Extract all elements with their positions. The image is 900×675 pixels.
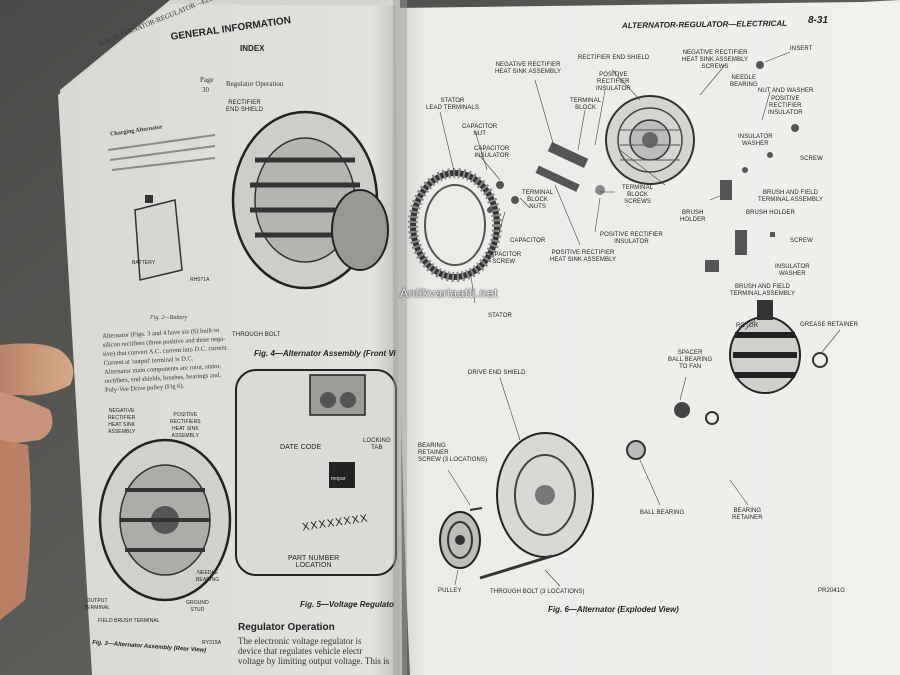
label-rotor: ROTOR	[736, 323, 759, 329]
label-rectifier-end-shield: RECTIFIER END SHIELD	[578, 55, 650, 61]
fig3-alternator-drawing	[98, 438, 232, 602]
fig5-part-number: PART NUMBER LOCATION	[288, 555, 340, 569]
label-screw-2: SCREW	[790, 238, 813, 244]
label-stator: STATOR	[488, 313, 512, 319]
label-brush-field-assembly: BRUSH AND FIELD TERMINAL ASSEMBLY	[758, 190, 824, 203]
regulator-text: The electronic voltage regulator is devi…	[238, 636, 390, 666]
fig6-caption: Fig. 6—Alternator (Exploded View)	[548, 605, 679, 614]
label-bearing-retainer-screw: BEARING RETAINER SCREW (3 LOCATIONS)	[418, 443, 488, 463]
label-positive-rect-insulator-b: POSITIVE RECTIFIER INSULATOR	[600, 232, 663, 245]
label-stator-lead-terminals: STATOR LEAD TERMINALS	[426, 98, 479, 111]
label-capacitor-insulator: CAPACITOR INSULATOR	[474, 146, 510, 159]
label-spacer: SPACER BALL BEARING TO FAN	[668, 350, 713, 370]
label-pr-code: PR2041G	[818, 588, 846, 594]
watermark: Antikvariaatti.net	[400, 286, 498, 300]
label-grease-retainer: GREASE RETAINER	[800, 322, 859, 328]
fig3-label-output-terminal: OUTPUT TERMINAL	[84, 598, 111, 611]
fig3-label-field-brush: FIELD BRUSH TERMINAL	[98, 618, 160, 624]
fig5-date-code: DATE CODE	[280, 444, 322, 451]
pulley-drawing	[439, 511, 481, 569]
label-terminal-block-nuts: TERMINAL BLOCK NUTS	[522, 190, 554, 210]
label-insert: INSERT	[790, 46, 813, 52]
label-capacitor-nut: CAPACITOR NUT	[462, 124, 498, 137]
label-brush-holder-2: BRUSH HOLDER	[746, 210, 795, 216]
fig5-mopar-logo: mopar	[331, 476, 346, 482]
fig5-caption: Fig. 5—Voltage Regulato	[300, 600, 394, 609]
fig2-caption: Fig. 2—Battery	[150, 315, 188, 321]
label-drive-end-shield: DRIVE END SHIELD	[468, 370, 526, 376]
fig4-alternator-drawing	[231, 110, 389, 290]
label-bearing-retainer: BEARING RETAINER	[732, 508, 763, 521]
fig3-label-neg-rect: NEGATIVE RECTIFIER HEAT SINK ASSEMBLY	[108, 408, 136, 435]
fig3-label-ground-stud: GROUND STUD	[186, 600, 209, 613]
drive-end-shield-drawing	[496, 432, 594, 558]
left-index-title: INDEX	[240, 44, 265, 53]
label-capacitor: CAPACITOR	[510, 238, 546, 244]
small-parts-drawing	[487, 61, 799, 272]
label-terminal-block: TERMINAL BLOCK	[570, 98, 602, 111]
stator-drawing	[408, 168, 502, 282]
label-needle-bearing: NEEDLE BEARING	[730, 75, 758, 88]
battery-drawing	[134, 195, 183, 281]
leader-lines	[439, 51, 841, 587]
fig3-label-pos-rect: POSITIVE RECTIFIERS HEAT SINK ASSEMBLY	[170, 412, 201, 439]
fig4-label-rect-end-shield: RECTIFIER END SHIELD	[226, 100, 264, 113]
fig3-label-needle-bearing: NEEDLE BEARING	[196, 570, 220, 583]
label-nut-washer: NUT AND WASHER	[758, 88, 814, 94]
label-through-bolt: THROUGH BOLT (3 LOCATIONS)	[490, 589, 585, 595]
left-index-page-val: 30	[202, 86, 209, 94]
label-ball-bearing: BALL BEARING	[640, 510, 685, 516]
left-body-lines	[107, 134, 216, 171]
rotor-drawing	[729, 300, 801, 394]
rectifier-end-shield-drawing	[605, 95, 695, 185]
fig5-regulator-drawing	[235, 369, 397, 576]
label-screw-1: SCREW	[800, 156, 823, 162]
right-page-number: 8-31	[808, 15, 829, 26]
fig3-code: RY315A	[202, 640, 222, 646]
label-neg-rect-screws: NEGATIVE RECTIFIER HEAT SINK ASSEMBLY SC…	[682, 50, 749, 70]
label-terminal-block-screws: TERMINAL BLOCK SCREWS	[622, 185, 654, 205]
battery-label: BATTERY	[132, 260, 156, 266]
label-insulator-washer: INSULATOR WASHER	[738, 134, 773, 147]
label-pulley: PULLEY	[438, 588, 462, 594]
label-pos-rect-heat-sink: POSITIVE RECTIFIER HEAT SINK ASSEMBLY	[550, 250, 617, 263]
label-pos-rect-insulator: POSITIVE RECTIFIER INSULATOR	[596, 72, 631, 92]
left-para2: Alternator (Figs. 3 and 4 have six (6) b…	[102, 326, 229, 394]
label-brush-field-assembly-2: BRUSH AND FIELD TERMINAL ASSEMBLY	[730, 284, 796, 297]
fig5-locking-tab: LOCKING TAB	[363, 438, 391, 451]
label-neg-rect-assembly: NEGATIVE RECTIFIER HEAT SINK ASSEMBLY	[495, 62, 562, 75]
label-capacitor-screw: CAPACITOR SCREW	[486, 252, 522, 265]
label-pos-rect-insulator-2: POSITIVE RECTIFIER INSULATOR	[768, 96, 803, 116]
label-brush-holder: BRUSH HOLDER	[680, 210, 706, 223]
battery-code: RH571A	[190, 277, 210, 283]
left-index-page-col: Page	[200, 76, 214, 84]
fig4-caption: Fig. 4—Alternator Assembly (Front Vi	[254, 349, 396, 358]
fig4-label-through-bolt: THROUGH BOLT	[232, 332, 281, 338]
label-insulator-washer-2: INSULATOR WASHER	[775, 264, 810, 277]
regulator-heading: Regulator Operation	[238, 622, 335, 633]
left-index-item: Regulator Operation	[226, 80, 284, 88]
